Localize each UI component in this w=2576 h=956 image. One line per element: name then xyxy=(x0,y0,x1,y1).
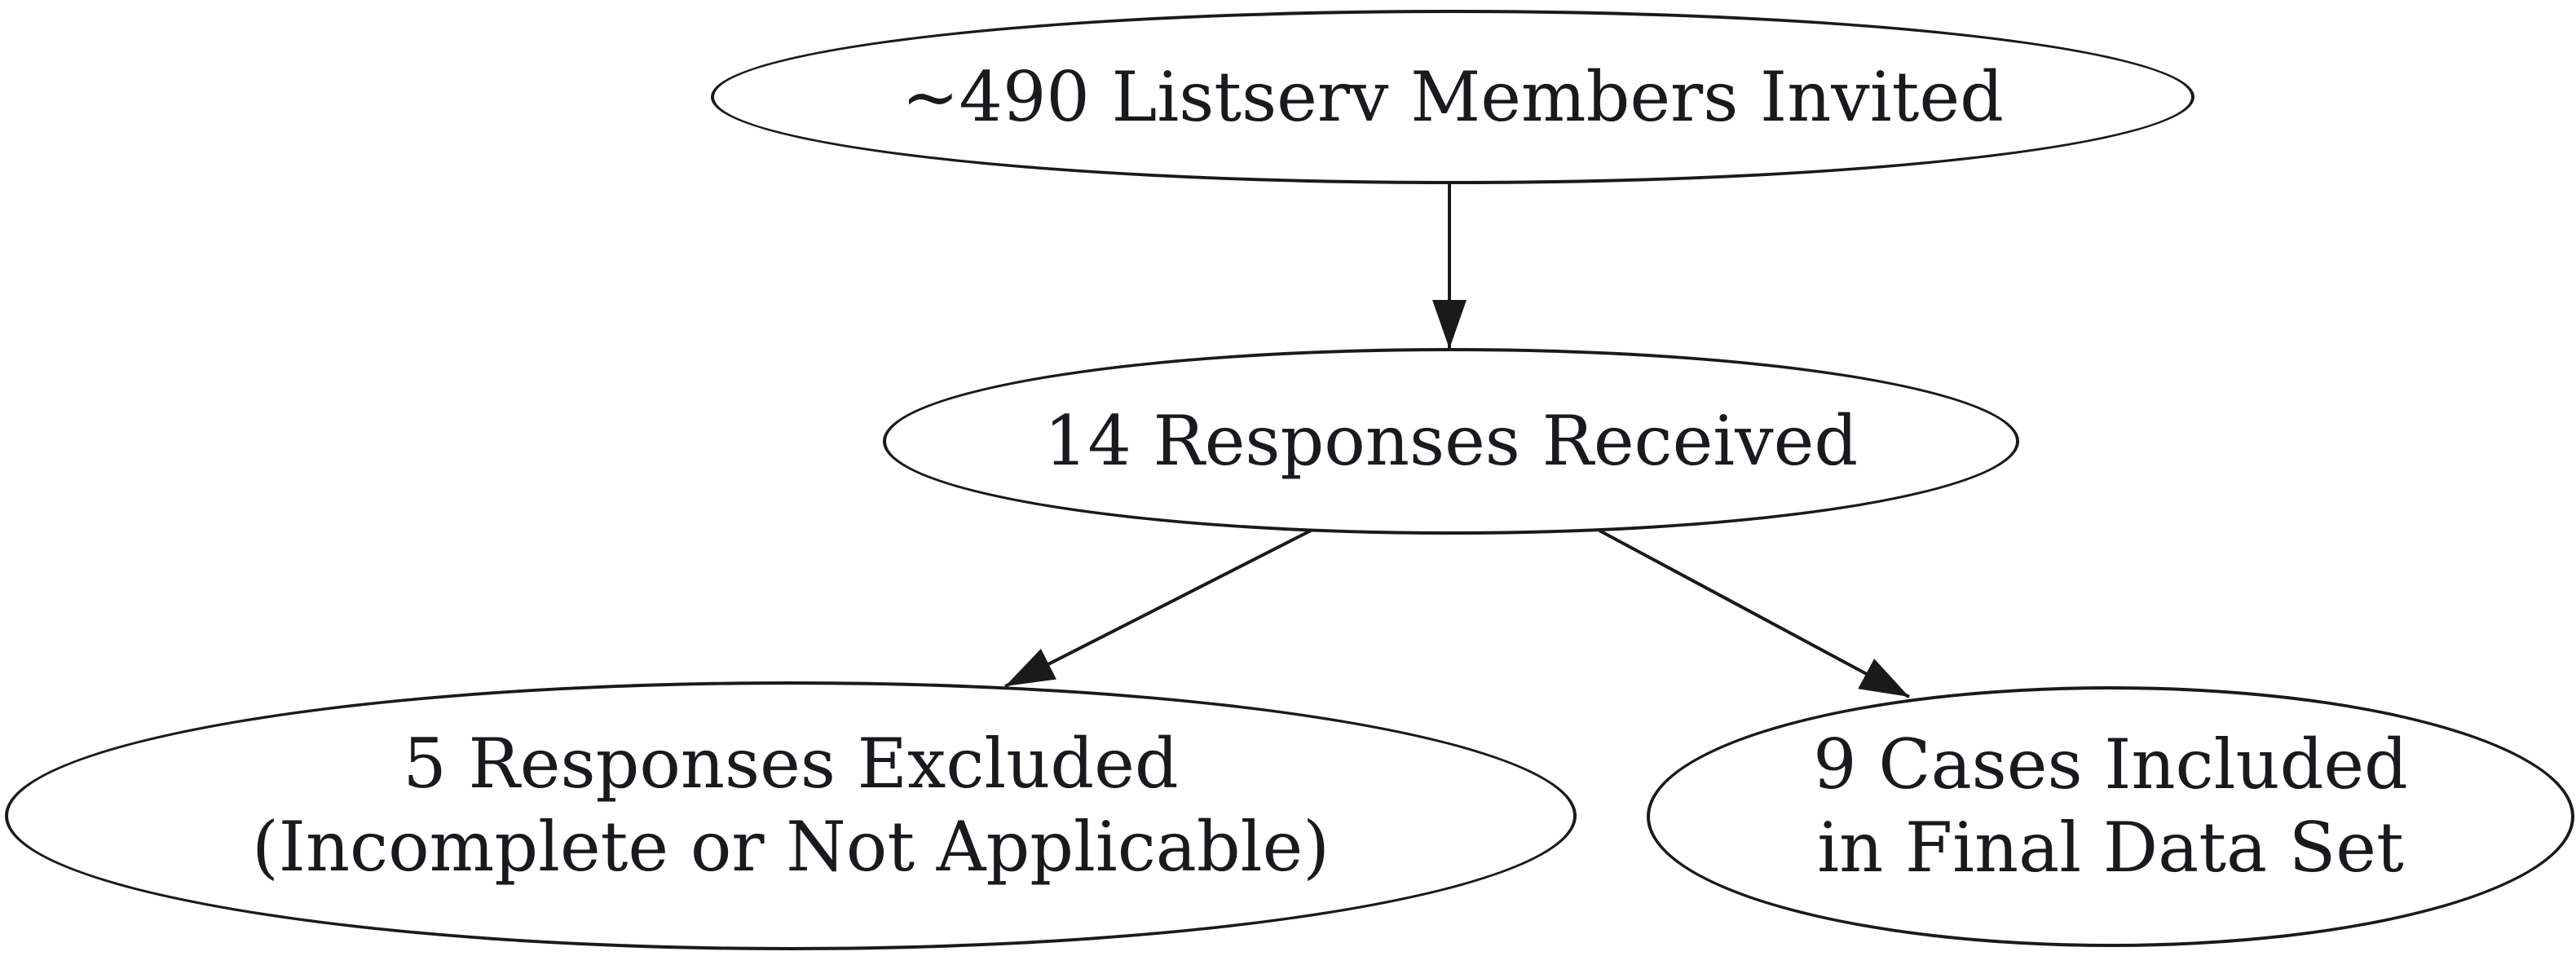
node-label: 9 Cases Included in Final Data Set xyxy=(1813,723,2408,890)
node-label-line: 14 Responses Received xyxy=(1043,401,1859,482)
node-label-line: in Final Data Set xyxy=(1817,808,2404,888)
node-label: ~490 Listserv Members Invited xyxy=(902,55,2004,139)
node-label-line: 5 Responses Excluded xyxy=(403,723,1179,804)
node-listserv-members-invited: ~490 Listserv Members Invited xyxy=(711,10,2194,184)
node-label: 14 Responses Received xyxy=(1044,399,1858,482)
node-label-line: 9 Cases Included xyxy=(1813,724,2408,804)
node-label: 5 Responses Excluded (Incomplete or Not … xyxy=(252,722,1330,889)
edge-received-to-excluded xyxy=(1004,528,1313,688)
node-label-line: ~490 Listserv Members Invited xyxy=(902,56,2004,137)
edge-received-to-included xyxy=(1599,529,1910,698)
node-cases-included: 9 Cases Included in Final Data Set xyxy=(1647,686,2574,947)
node-label-line: (Incomplete or Not Applicable) xyxy=(252,807,1330,887)
node-responses-received: 14 Responses Received xyxy=(883,348,2019,535)
node-responses-excluded: 5 Responses Excluded (Incomplete or Not … xyxy=(5,681,1577,950)
